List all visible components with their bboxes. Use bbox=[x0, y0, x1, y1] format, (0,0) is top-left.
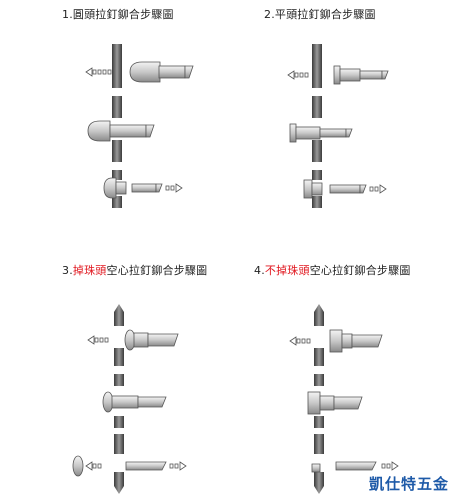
rivet-icon bbox=[125, 461, 167, 471]
plate-icon bbox=[114, 304, 124, 494]
rivet-icon bbox=[87, 120, 155, 142]
rivet-icon bbox=[311, 461, 377, 473]
plate-icon bbox=[312, 44, 322, 208]
rivet-icon bbox=[129, 61, 194, 83]
panel-1-diagram bbox=[85, 44, 194, 208]
panel-3-title: 3.掉珠頭空心拉釘鉚合步驟圖 bbox=[62, 262, 207, 278]
eject-arrow-right-icon bbox=[169, 461, 187, 471]
panel-3-title-suffix: 空心拉釘鉚合步驟圖 bbox=[106, 264, 208, 277]
panel-4-title-suffix: 空心拉釘鉚合步驟圖 bbox=[309, 264, 411, 277]
bead-icon bbox=[72, 455, 84, 477]
rivet-icon bbox=[102, 391, 167, 413]
plate-icon bbox=[314, 304, 324, 494]
pull-arrow-left-icon bbox=[85, 461, 102, 471]
pull-arrow-left-icon bbox=[287, 70, 309, 80]
rivet-icon bbox=[307, 391, 363, 415]
rivet-icon bbox=[303, 179, 367, 199]
pull-arrow-left-icon bbox=[289, 336, 311, 346]
brand-watermark: 凱仕特五金 bbox=[368, 475, 449, 493]
rivet-icon bbox=[124, 329, 179, 351]
panel-4-title: 4.不掉珠頭空心拉釘鉚合步驟圖 bbox=[254, 262, 411, 278]
pull-arrow-left-icon bbox=[85, 67, 112, 77]
rivet-icon bbox=[329, 329, 383, 353]
panel-4-title-prefix: 4. bbox=[254, 264, 265, 277]
panel-2-diagram bbox=[287, 44, 389, 208]
rivet-icon bbox=[289, 123, 353, 143]
rivet-icon bbox=[333, 65, 389, 85]
rivet-icon bbox=[103, 177, 163, 199]
panel-3-title-highlight: 掉珠頭 bbox=[72, 264, 107, 277]
panel-3-diagram bbox=[72, 304, 187, 494]
panel-4-title-highlight: 不掉珠頭 bbox=[264, 264, 310, 277]
eject-arrow-right-icon bbox=[381, 461, 399, 471]
plate-icon bbox=[112, 44, 122, 208]
panel-4-diagram bbox=[289, 304, 399, 494]
panel-1-title: 1.圓頭拉釘鉚合步驟圖 bbox=[62, 8, 174, 21]
panel-2-title: 2.平頭拉釘鉚合步驟圖 bbox=[264, 8, 376, 21]
panel-3-title-prefix: 3. bbox=[62, 264, 73, 277]
eject-arrow-right-icon bbox=[369, 184, 387, 194]
pull-arrow-left-icon bbox=[87, 335, 109, 345]
eject-arrow-right-icon bbox=[165, 183, 183, 193]
